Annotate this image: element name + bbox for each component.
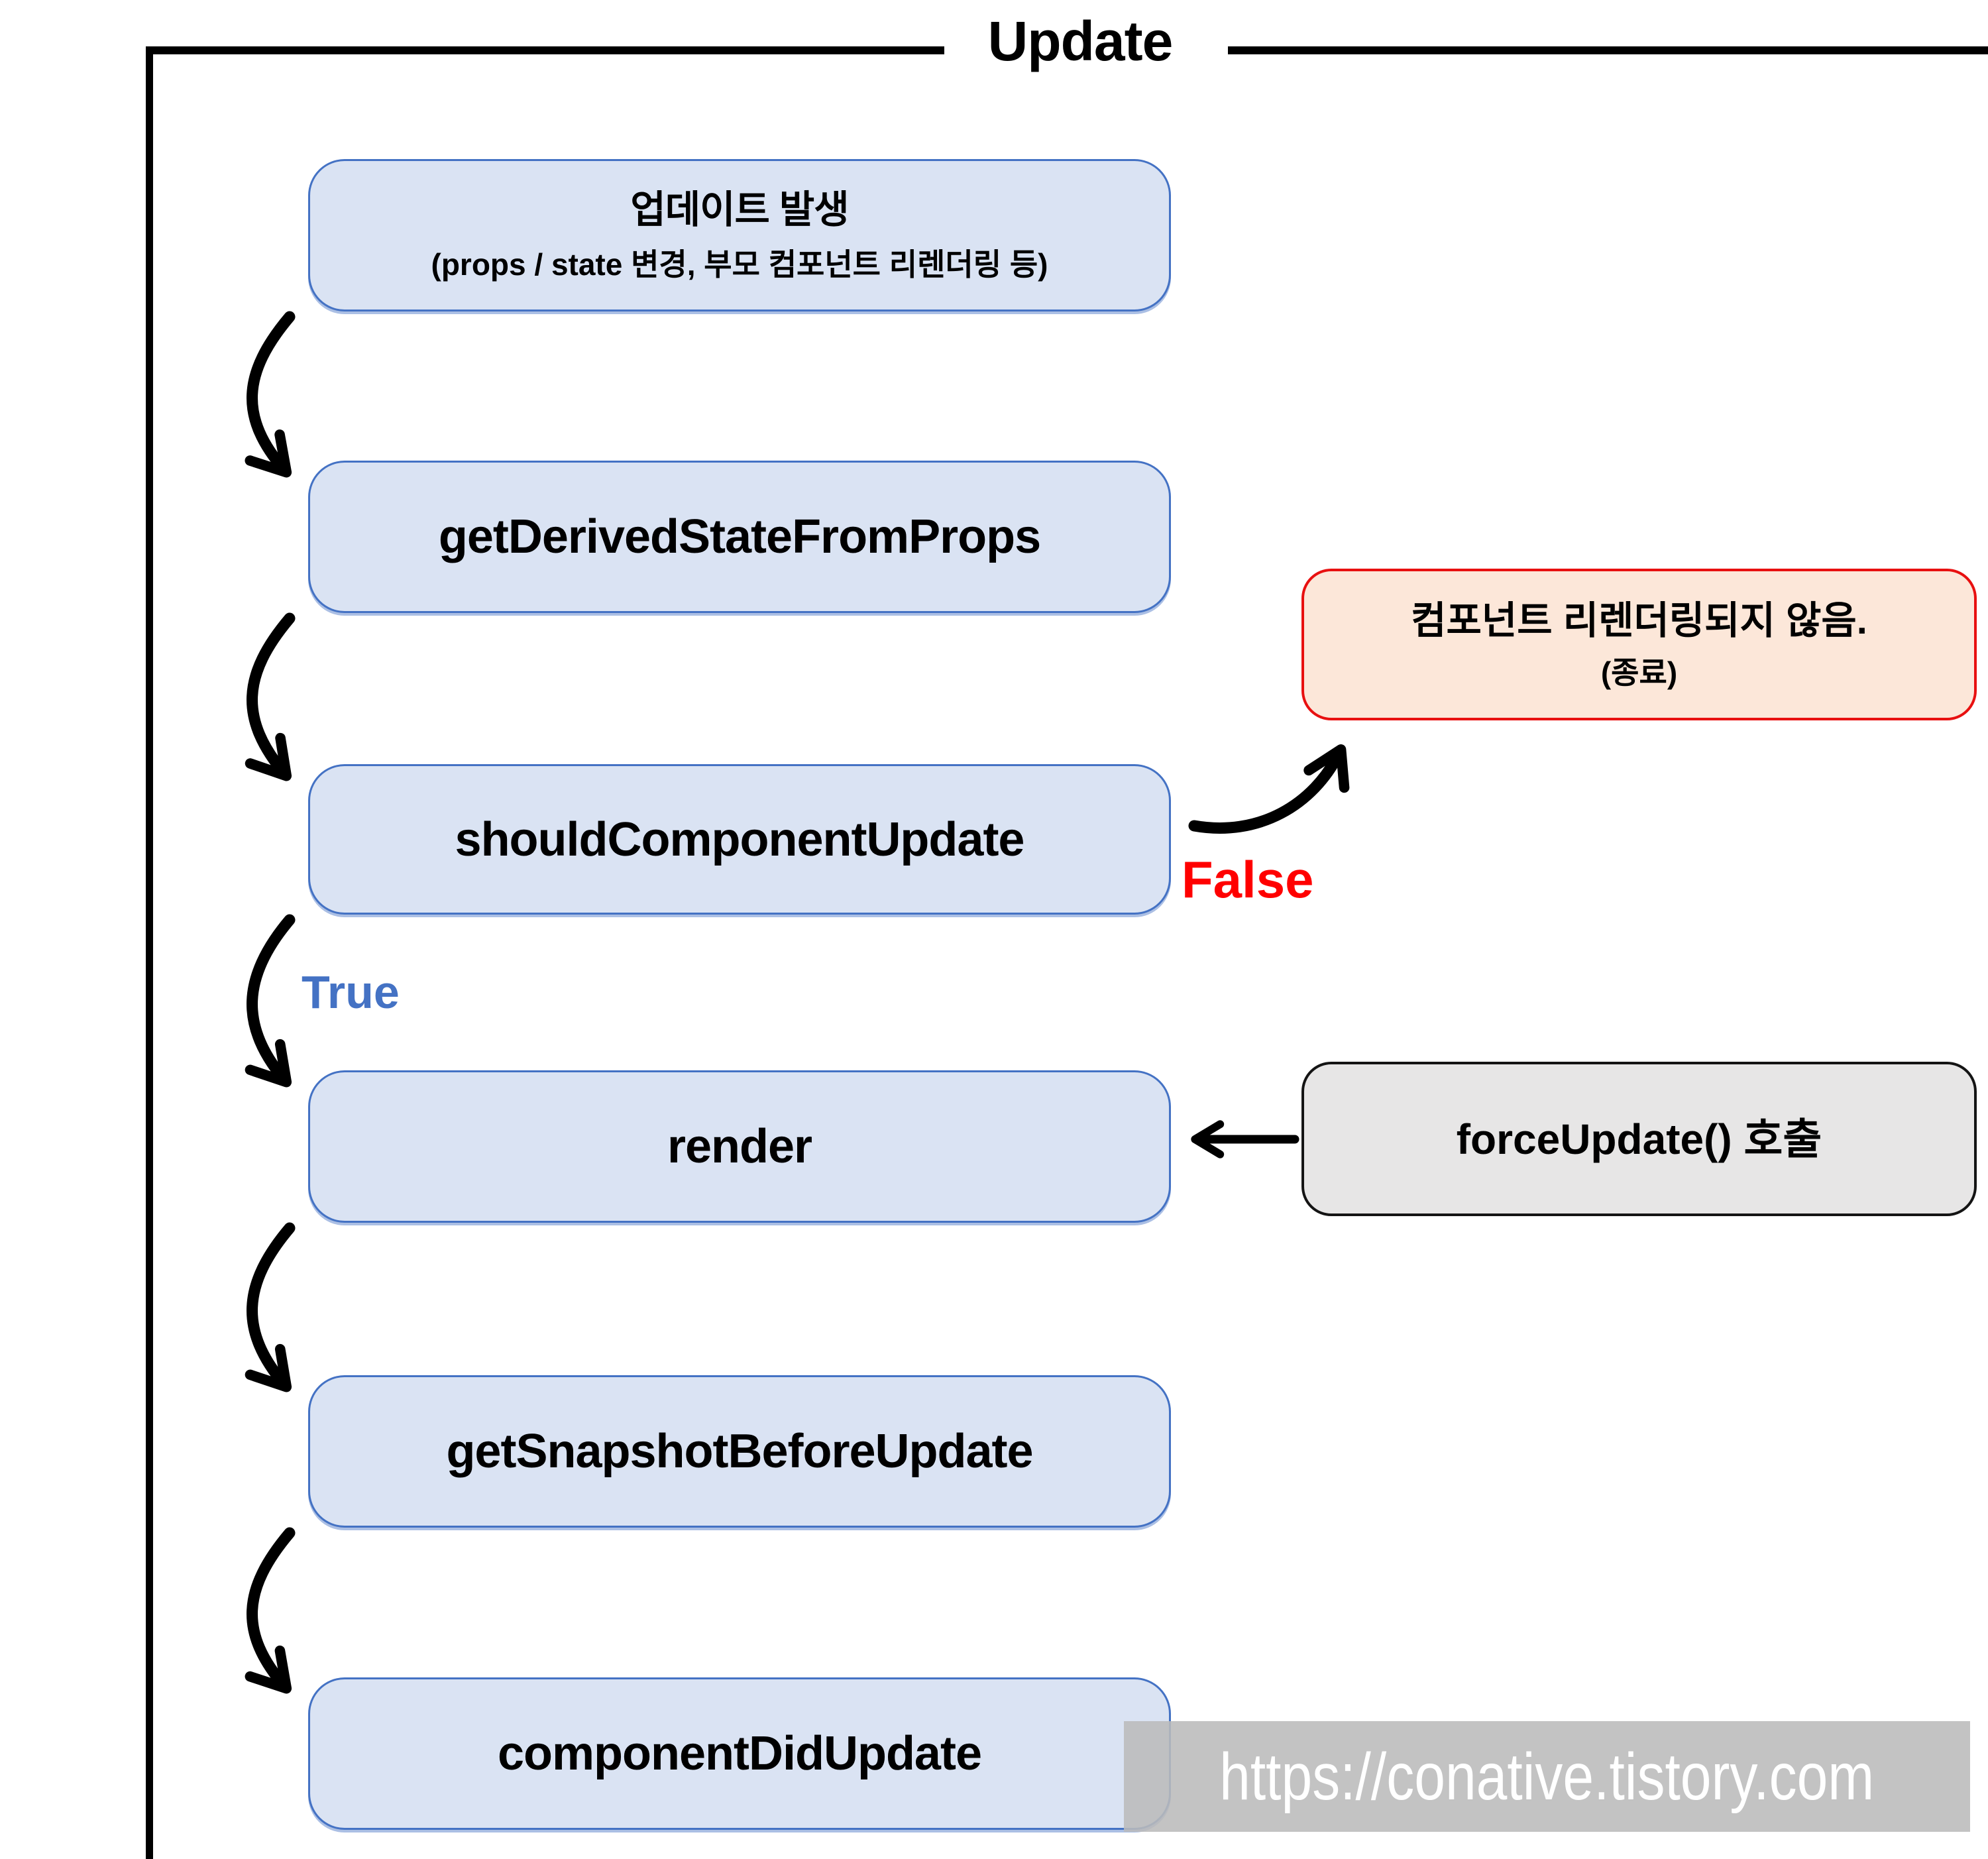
branch-label-true: True <box>302 966 400 1018</box>
node-forceupdate-call: forceUpdate() 호출 <box>1301 1062 1977 1216</box>
node-no-rerender: 컴포넌트 리렌더링되지 않음. (종료) <box>1301 569 1977 720</box>
node-label: 컴포넌트 리렌더링되지 않음. <box>1411 598 1867 642</box>
arrow-trigger-to-getderivedstate <box>245 311 296 478</box>
node-label: forceUpdate() 호출 <box>1456 1115 1822 1163</box>
node-label: getSnapshotBeforeUpdate <box>446 1425 1033 1478</box>
watermark-band: https://conative.tistory.com <box>1124 1721 1970 1832</box>
node-label: getDerivedStateFromProps <box>438 510 1041 563</box>
node-label: componentDidUpdate <box>498 1727 982 1780</box>
arrow-render-to-getsnapshot <box>245 1222 296 1392</box>
node-label: shouldComponentUpdate <box>455 813 1025 866</box>
node-update-trigger: 업데이트 발생 (props / state 변경, 부모 컴포넌트 리렌더링 … <box>308 159 1171 311</box>
node-label: render <box>667 1120 812 1173</box>
frame-left-line <box>146 46 153 1859</box>
frame-top-line-left <box>146 46 944 54</box>
node-sublabel: (props / state 변경, 부모 컴포넌트 리렌더링 등) <box>431 247 1048 282</box>
frame-top-line-right <box>1228 46 1988 54</box>
node-label: 업데이트 발생 <box>630 188 849 231</box>
node-getsnapshotbeforeupdate: getSnapshotBeforeUpdate <box>308 1375 1171 1528</box>
watermark-url: https://conative.tistory.com <box>1219 1739 1875 1814</box>
node-getderivedstatefromprops: getDerivedStateFromProps <box>308 461 1171 613</box>
branch-label-false: False <box>1182 850 1314 909</box>
arrow-true-to-render <box>245 914 296 1088</box>
arrow-getderivedstate-to-shouldcomponentupdate <box>245 612 296 781</box>
arrow-false-to-no-rerender <box>1188 744 1350 834</box>
node-render: render <box>308 1070 1171 1223</box>
node-componentdidupdate: componentDidUpdate <box>308 1677 1171 1830</box>
node-sublabel: (종료) <box>1600 655 1678 690</box>
arrow-getsnapshot-to-componentdidupdate <box>245 1527 296 1694</box>
diagram-title: Update <box>987 10 1174 72</box>
node-shouldcomponentupdate: shouldComponentUpdate <box>308 764 1171 915</box>
